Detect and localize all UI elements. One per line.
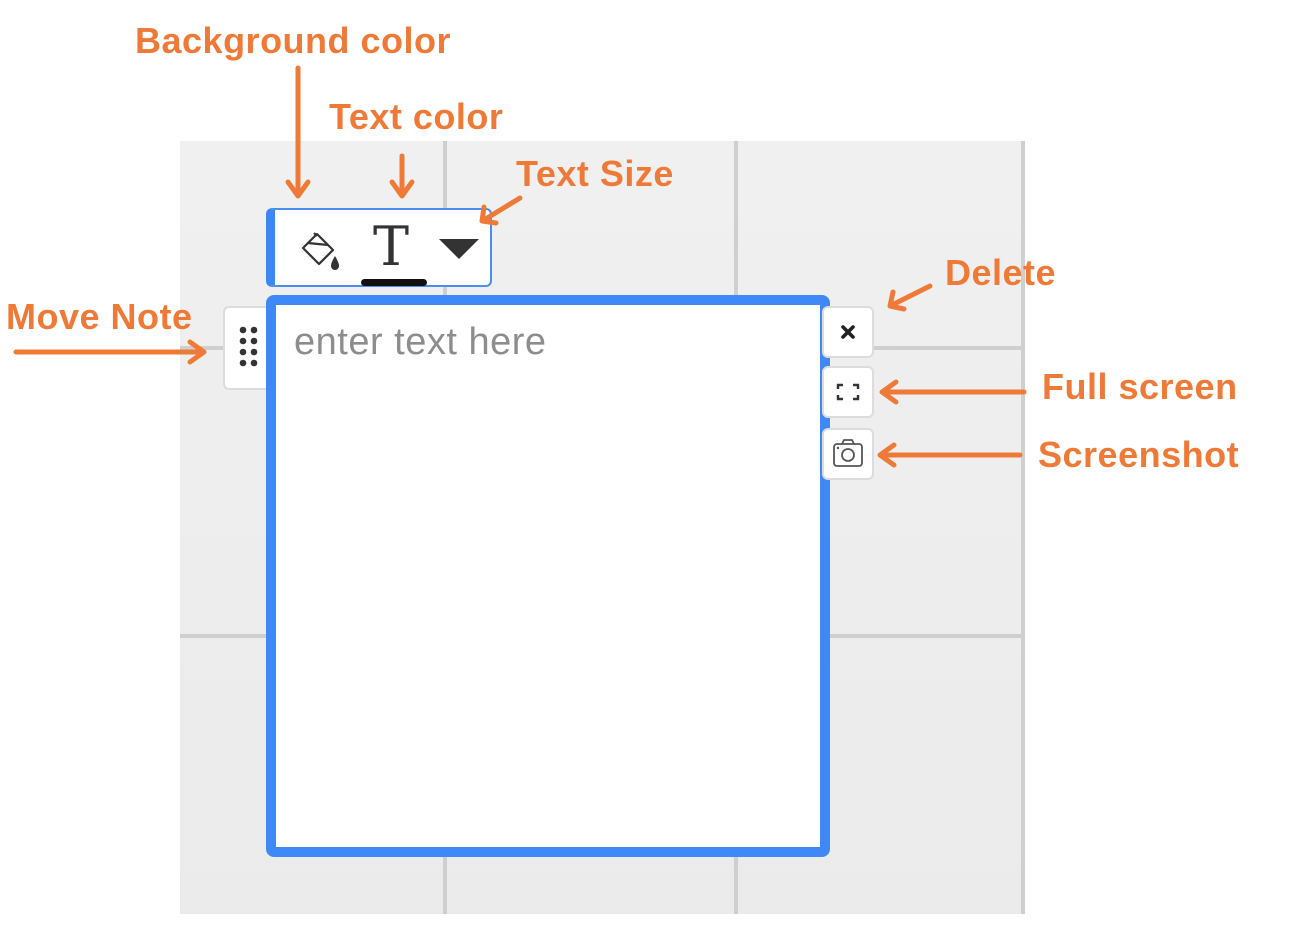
fullscreen-icon	[836, 383, 860, 401]
text-color-swatch	[361, 279, 427, 286]
drag-handle-icon	[239, 326, 258, 367]
full-screen-button[interactable]	[822, 366, 874, 418]
text-color-icon: T	[373, 215, 410, 278]
paint-bucket-icon	[301, 232, 339, 270]
annotation-text-color: Text color	[329, 96, 504, 137]
background-color-button[interactable]	[295, 224, 343, 272]
annotation-text-size: Text Size	[516, 153, 674, 194]
annotation-delete: Delete	[945, 252, 1057, 293]
arrow-move-note	[13, 339, 207, 365]
annotation-move-note: Move Note	[6, 296, 193, 337]
delete-button[interactable]	[822, 306, 874, 358]
grid-line	[1021, 141, 1025, 914]
close-icon	[841, 325, 855, 339]
note-text-input[interactable]: enter text here	[294, 321, 547, 363]
text-color-button[interactable]: T	[361, 215, 427, 286]
annotation-full-screen: Full screen	[1042, 366, 1238, 407]
triangle-down-icon	[439, 239, 479, 259]
sticky-note[interactable]: enter text here	[266, 295, 830, 857]
screenshot-button[interactable]	[822, 428, 874, 480]
annotation-screenshot: Screenshot	[1038, 434, 1240, 475]
annotation-background-color: Background color	[135, 20, 452, 61]
move-note-handle[interactable]	[223, 306, 274, 390]
camera-icon	[833, 439, 863, 467]
text-size-dropdown[interactable]	[433, 224, 485, 272]
note-toolbar: T	[266, 208, 492, 287]
